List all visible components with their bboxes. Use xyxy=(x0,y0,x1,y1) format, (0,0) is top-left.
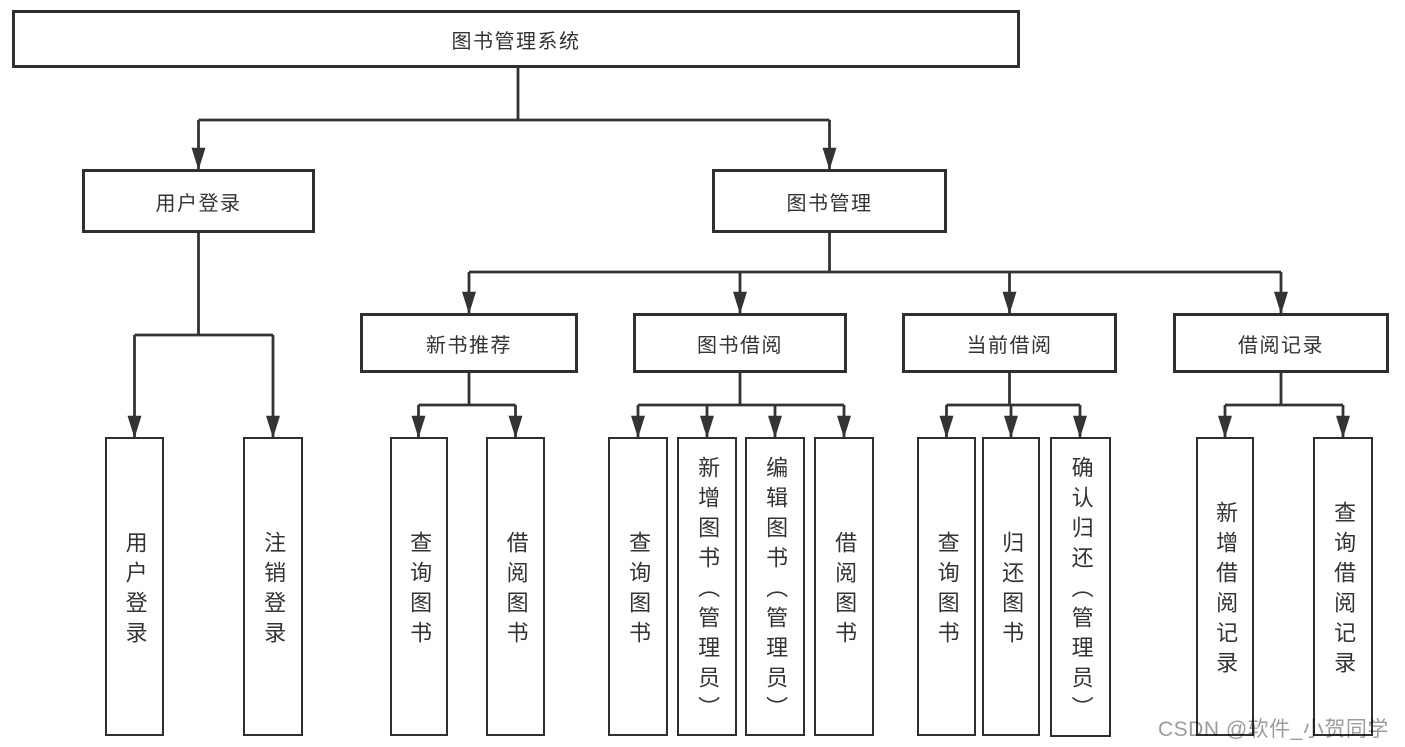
leaf-label: 查询图书 xyxy=(407,530,433,651)
leaf-label: 编辑图书（管理员） xyxy=(763,455,789,726)
leaf-label: 查询图书 xyxy=(626,530,652,651)
edge-book-borrow-rail xyxy=(638,373,844,407)
leaf-label: 新增图书（管理员） xyxy=(695,455,721,726)
edge-borrow-records-rail xyxy=(1225,373,1343,407)
leaf-query-books-current: 查询图书 xyxy=(917,437,976,736)
edge-root-rail xyxy=(198,68,830,122)
leaf-label: 用户登录 xyxy=(122,530,148,651)
leaf-add-books-admin: 新增图书（管理员） xyxy=(677,437,737,736)
leaf-return-books: 归还图书 xyxy=(982,437,1040,736)
node-library-management-system: 图书管理系统 xyxy=(12,10,1020,68)
leaf-label: 归还图书 xyxy=(999,530,1025,651)
leaf-borrow-books-borrowing: 借阅图书 xyxy=(814,437,874,736)
leaf-query-books-borrowing: 查询图书 xyxy=(608,437,668,736)
leaf-user-login: 用户登录 xyxy=(105,437,164,736)
leaf-edit-books-admin: 编辑图书（管理员） xyxy=(745,437,805,736)
node-book-management: 图书管理 xyxy=(712,169,947,233)
edge-user-login-rail xyxy=(134,233,273,337)
node-user-login: 用户登录 xyxy=(82,169,315,233)
leaf-query-borrow-record: 查询借阅记录 xyxy=(1313,437,1373,736)
edge-current-borrow-rail xyxy=(946,373,1080,407)
leaf-query-books-recommend: 查询图书 xyxy=(390,437,448,736)
edge-new-book-rail xyxy=(418,373,516,407)
leaf-label: 查询图书 xyxy=(934,530,960,651)
leaf-logout-login: 注销登录 xyxy=(243,437,303,736)
leaf-confirm-return-admin: 确认归还（管理员） xyxy=(1050,437,1111,737)
node-book-borrowing: 图书借阅 xyxy=(633,313,847,373)
leaf-label: 查询借阅记录 xyxy=(1331,500,1357,681)
leaf-label: 借阅图书 xyxy=(832,530,858,651)
leaf-label: 新增借阅记录 xyxy=(1213,500,1239,681)
leaf-borrow-books-recommend: 借阅图书 xyxy=(486,437,545,736)
node-current-borrowing: 当前借阅 xyxy=(902,313,1117,373)
leaf-label: 确认归还（管理员） xyxy=(1068,456,1094,726)
leaf-label: 注销登录 xyxy=(261,530,287,651)
leaf-label: 借阅图书 xyxy=(503,530,529,651)
edge-book-management-rail xyxy=(469,233,1281,274)
leaf-add-borrow-record: 新增借阅记录 xyxy=(1196,437,1254,736)
node-borrowing-records: 借阅记录 xyxy=(1173,313,1389,373)
node-new-book-recommendation: 新书推荐 xyxy=(360,313,578,373)
csdn-watermark: CSDN @软件_小贺同学 xyxy=(1158,718,1389,741)
